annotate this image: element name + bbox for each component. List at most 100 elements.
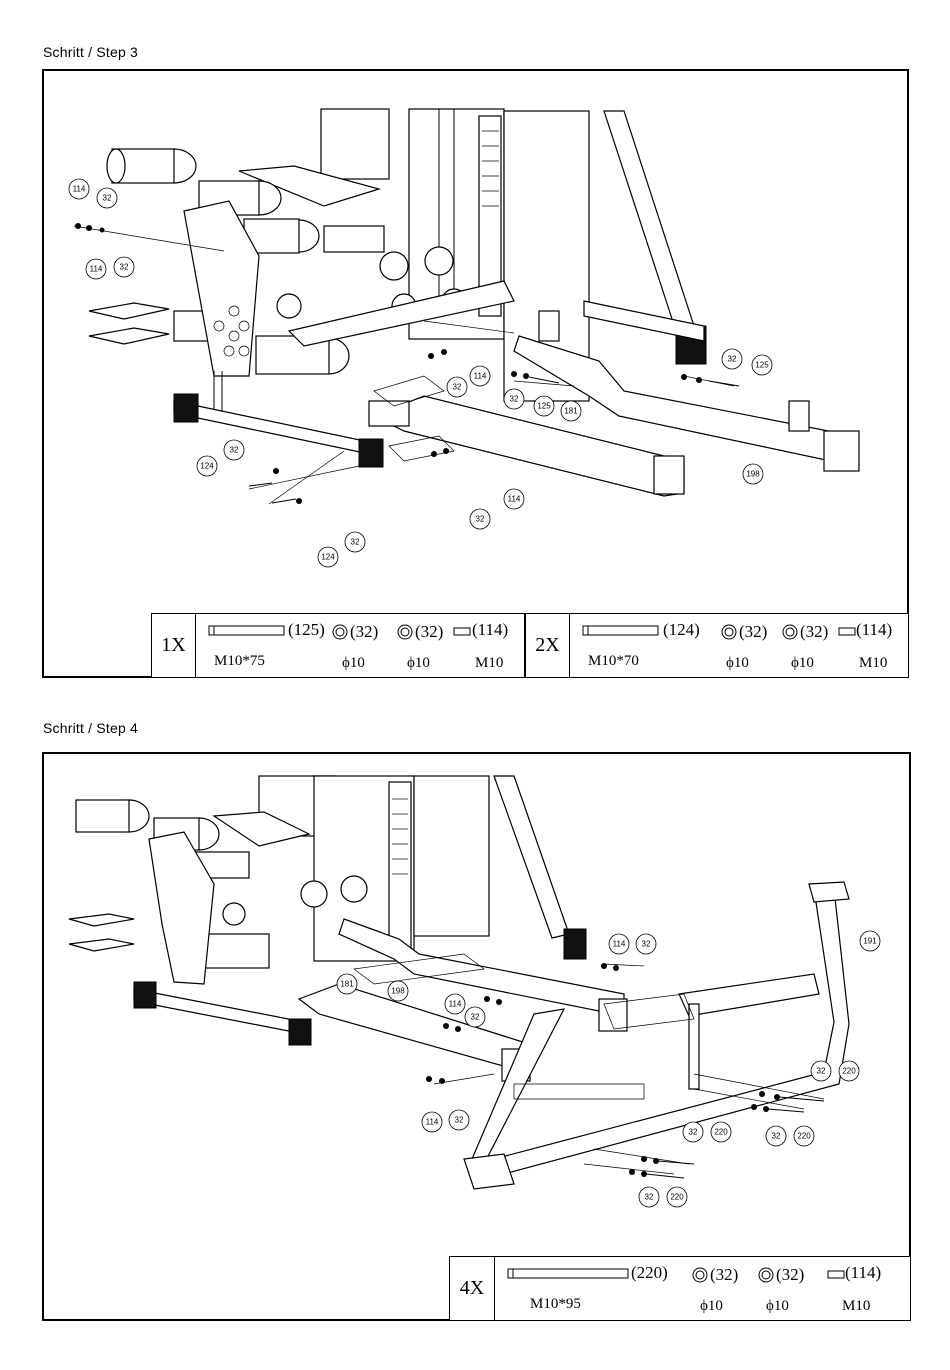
step3-parts-legend-1: 1X (125) (32) (32) (114) M10*75 ϕ10 ϕ10 … [151,613,525,678]
callout-114: 114 [445,994,465,1014]
callout-32: 32 [722,349,742,369]
callout-32: 32 [636,934,656,954]
callout-label: 124 [321,553,335,562]
nut-spec: M10 [475,655,503,672]
callout-32: 32 [811,1061,831,1081]
callout-label: 114 [449,1000,462,1009]
washer-part-number: (32) [776,1265,804,1285]
step3-title: Schritt / Step 3 [43,44,138,60]
callout-125: 125 [752,355,772,375]
washer-part-number: (32) [739,622,767,642]
callout-32: 32 [683,1122,703,1142]
washer-spec: ϕ10 [700,1298,723,1315]
washer-spec: ϕ10 [791,655,814,672]
washer-spec: ϕ10 [407,655,430,672]
callout-181: 181 [337,974,357,994]
nut-part-number: (114) [845,1263,881,1283]
callout-label: 32 [817,1067,826,1076]
callout-114: 114 [470,366,490,386]
nut-spec: M10 [842,1298,870,1315]
callout-label: 32 [120,263,129,272]
part-191-frame [464,882,849,1189]
bolt-spec: M10*70 [588,653,639,670]
callout-220: 220 [711,1122,731,1142]
callout-114: 114 [69,179,89,199]
callout-124: 124 [197,456,217,476]
callout-label: 114 [613,940,626,949]
callout-label: 32 [728,355,737,364]
legend-icons [526,614,910,679]
callout-220: 220 [667,1187,687,1207]
callout-label: 32 [510,395,519,404]
step3-diagram-panel: 114 32 114 32 32 125 32 114 32 125 181 1… [42,69,909,678]
callout-label: 125 [755,361,769,370]
callout-label: 124 [200,462,214,471]
callout-label: 32 [476,515,485,524]
callout-label: 32 [351,538,360,547]
callout-label: 114 [474,372,487,381]
callout-125: 125 [534,396,554,416]
callout-label: 198 [391,987,405,996]
callout-198: 198 [388,981,408,1001]
callout-124: 124 [318,547,338,567]
part-181-crossbar [299,984,530,1081]
nut-part-number: (114) [472,620,508,640]
callout-198: 198 [743,464,763,484]
callout-32: 32 [766,1126,786,1146]
callout-label: 191 [863,937,877,946]
step4-diagram-panel: 114 32 181 198 114 32 191 32 220 32 220 … [42,752,911,1321]
washer-spec: ϕ10 [342,655,365,672]
step3-exploded-drawing: 114 32 114 32 32 125 32 114 32 125 181 1… [44,71,911,680]
callout-label: 220 [797,1132,811,1141]
callout-32: 32 [114,257,134,277]
bolt-part-number: (220) [631,1263,668,1283]
callout-label: 32 [453,383,462,392]
callout-label: 32 [689,1128,698,1137]
callout-32: 32 [449,1110,469,1130]
callout-label: 125 [537,402,551,411]
callout-114: 114 [422,1112,442,1132]
legend-icons [152,614,526,679]
washer-spec: ϕ10 [766,1298,789,1315]
bolt-part-number: (125) [288,620,325,640]
step3-parts-legend-2: 2X (124) (32) (32) (114) M10*70 ϕ10 ϕ10 … [525,613,909,678]
callout-181: 181 [561,401,581,421]
bolt-spec: M10*75 [214,653,265,670]
callout-label: 114 [508,495,521,504]
callout-32: 32 [465,1007,485,1027]
callout-191: 191 [860,931,880,951]
callout-label: 220 [714,1128,728,1137]
callout-32: 32 [504,389,524,409]
callout-label: 32 [471,1013,480,1022]
callout-label: 181 [340,980,354,989]
callout-label: 32 [455,1116,464,1125]
callout-label: 32 [230,446,239,455]
nut-spec: M10 [859,655,887,672]
callout-220: 220 [839,1061,859,1081]
callout-label: 220 [842,1067,856,1076]
callout-label: 220 [670,1193,684,1202]
callout-32: 32 [345,532,365,552]
callout-label: 114 [426,1118,439,1127]
washer-part-number: (32) [800,622,828,642]
step4-parts-legend: 4X (220) (32) (32) (114) M10*95 ϕ10 ϕ10 … [449,1256,911,1321]
step4-title: Schritt / Step 4 [43,720,138,736]
callout-label: 181 [564,407,578,416]
callout-32: 32 [470,509,490,529]
callout-220: 220 [794,1126,814,1146]
callout-114: 114 [609,934,629,954]
callout-114: 114 [86,259,106,279]
callout-label: 198 [746,470,760,479]
bolt-part-number: (124) [663,620,700,640]
callout-label: 114 [90,265,103,274]
washer-part-number: (32) [710,1265,738,1285]
washer-spec: ϕ10 [726,655,749,672]
callout-label: 32 [103,194,112,203]
callout-label: 114 [73,185,86,194]
step4-exploded-drawing: 114 32 181 198 114 32 191 32 220 32 220 … [44,754,913,1323]
callout-32: 32 [639,1187,659,1207]
callout-label: 32 [645,1193,654,1202]
callout-114: 114 [504,489,524,509]
bolt-spec: M10*95 [530,1296,581,1313]
callout-label: 32 [642,940,651,949]
